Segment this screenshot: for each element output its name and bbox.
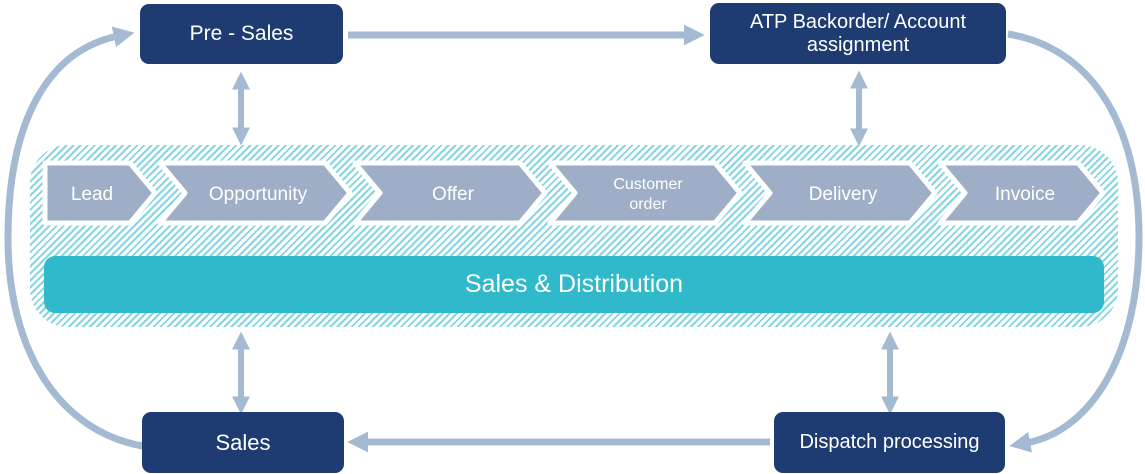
step-invoice: Invoice bbox=[937, 160, 1106, 226]
sales-box: Sales bbox=[142, 412, 344, 473]
pre-sales-box: Pre - Sales bbox=[140, 4, 343, 64]
step-offer: Offer bbox=[352, 160, 548, 226]
step-opportunity: Opportunity bbox=[157, 160, 353, 226]
step-opportunity-label: Opportunity bbox=[209, 184, 308, 205]
dispatch-processing-label: Dispatch processing bbox=[799, 431, 980, 453]
process-chevrons: Lead Opportunity Offer Customer order De bbox=[42, 160, 1106, 226]
sales-distribution-label: Sales & Distribution bbox=[464, 270, 684, 298]
dispatch-processing-box: Dispatch processing bbox=[774, 412, 1005, 473]
step-delivery: Delivery bbox=[742, 160, 938, 226]
step-lead: Lead bbox=[42, 160, 158, 226]
step-invoice-label: Invoice bbox=[995, 184, 1055, 205]
step-customer-order-label-line2: order bbox=[629, 196, 667, 213]
step-offer-label: Offer bbox=[432, 184, 475, 205]
step-customer-order: Customer order bbox=[547, 160, 743, 226]
sales-label: Sales bbox=[215, 429, 271, 455]
atp-backorder-box: ATP Backorder/ Account assignment bbox=[710, 3, 1006, 64]
sales-distribution-bar: Sales & Distribution bbox=[44, 256, 1104, 313]
process-band: Lead Opportunity Offer Customer order De bbox=[30, 145, 1118, 327]
pre-sales-label: Pre - Sales bbox=[189, 21, 294, 45]
step-customer-order-label-line1: Customer bbox=[613, 176, 683, 193]
step-lead-label: Lead bbox=[71, 184, 113, 205]
step-delivery-label: Delivery bbox=[809, 184, 878, 205]
atp-backorder-label: ATP Backorder/ Account assignment bbox=[749, 10, 967, 56]
